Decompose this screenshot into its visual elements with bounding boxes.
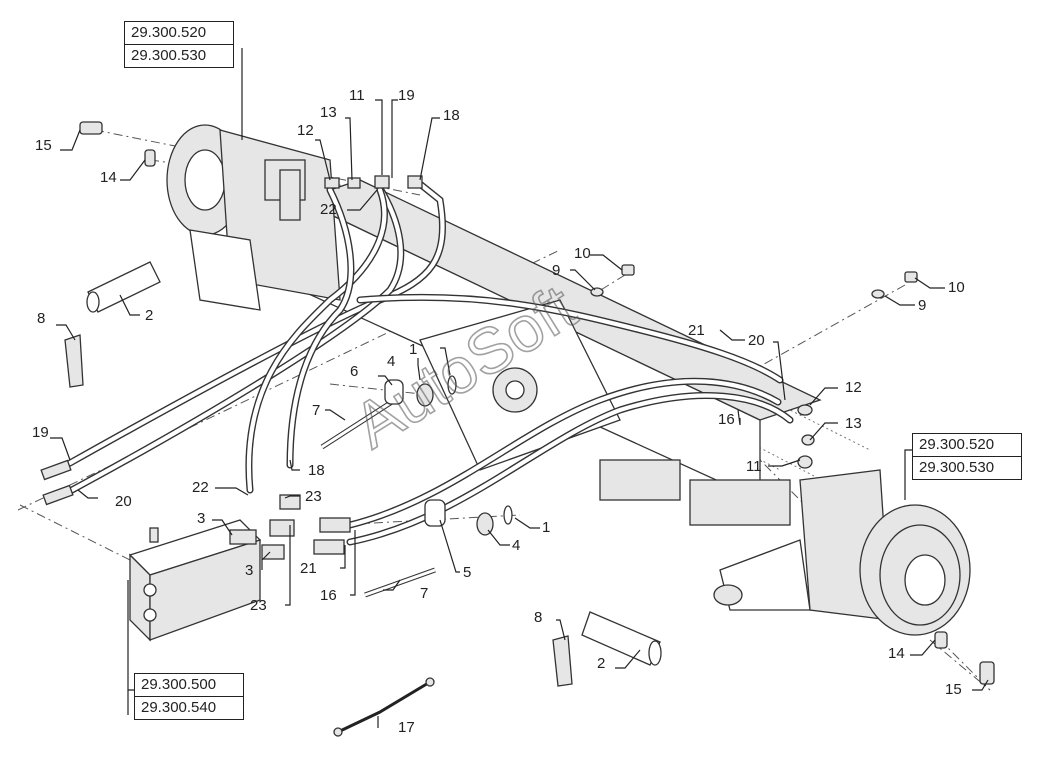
callout: 21 xyxy=(688,322,705,339)
callout: 19 xyxy=(32,424,49,441)
right-final-drive xyxy=(713,469,971,636)
reference-code: 29.300.500 xyxy=(141,676,217,693)
callout: 3 xyxy=(197,510,205,527)
callout: 7 xyxy=(420,585,428,602)
callout: 6 xyxy=(350,363,358,380)
callout: 9 xyxy=(552,262,560,279)
loose-parts xyxy=(40,121,995,737)
callout: 2 xyxy=(145,307,153,324)
callout: 22 xyxy=(320,201,337,218)
callout: 3 xyxy=(245,562,253,579)
callout: 15 xyxy=(35,137,52,154)
callout: 17 xyxy=(398,719,415,736)
callout: 20 xyxy=(748,332,765,349)
callout: 11 xyxy=(746,458,762,475)
callout: 21 xyxy=(300,560,317,577)
callout: 23 xyxy=(250,597,267,614)
callout: 5 xyxy=(463,564,471,581)
callout-labels: 15 14 12 13 11 19 18 22 10 9 10 9 8 2 4 … xyxy=(32,87,965,736)
callout: 16 xyxy=(718,411,735,428)
callout: 12 xyxy=(297,122,314,139)
reference-code: 29.300.520 xyxy=(919,436,995,453)
callout: 9 xyxy=(918,297,926,314)
callout: 11 xyxy=(349,87,365,104)
callout: 7 xyxy=(312,402,320,419)
callout: 22 xyxy=(192,479,209,496)
reference-code: 29.300.540 xyxy=(135,696,243,719)
reference-box-right: 29.300.520 29.300.530 xyxy=(912,433,1022,480)
valve-block xyxy=(128,494,351,642)
reference-code: 29.300.520 xyxy=(131,24,207,41)
callout: 13 xyxy=(845,415,862,432)
callout: 19 xyxy=(398,87,415,104)
callout: 4 xyxy=(512,537,520,554)
axle-housing xyxy=(298,179,822,526)
callout: 1 xyxy=(542,519,550,536)
reference-box-bottom-left: 29.300.500 29.300.540 xyxy=(134,673,244,720)
callout: 15 xyxy=(945,681,962,698)
callout: 23 xyxy=(305,488,322,505)
reference-code: 29.300.530 xyxy=(913,456,1021,479)
callout: 8 xyxy=(534,609,542,626)
callout: 18 xyxy=(308,462,325,479)
callout: 13 xyxy=(320,104,337,121)
callout: 2 xyxy=(597,655,605,672)
callout: 14 xyxy=(888,645,905,662)
callout: 12 xyxy=(845,379,862,396)
callout: 4 xyxy=(387,353,395,370)
callout: 16 xyxy=(320,587,337,604)
reference-box-top-left: 29.300.520 29.300.530 xyxy=(124,21,234,68)
callout: 20 xyxy=(115,493,132,510)
reference-code: 29.300.530 xyxy=(125,44,233,67)
callout: 14 xyxy=(100,169,117,186)
callout: 8 xyxy=(37,310,45,327)
callout: 10 xyxy=(948,279,965,296)
leader-lines xyxy=(50,48,989,728)
left-final-drive xyxy=(166,124,341,311)
callout: 1 xyxy=(409,341,417,358)
callout: 10 xyxy=(574,245,591,262)
callout: 18 xyxy=(443,107,460,124)
